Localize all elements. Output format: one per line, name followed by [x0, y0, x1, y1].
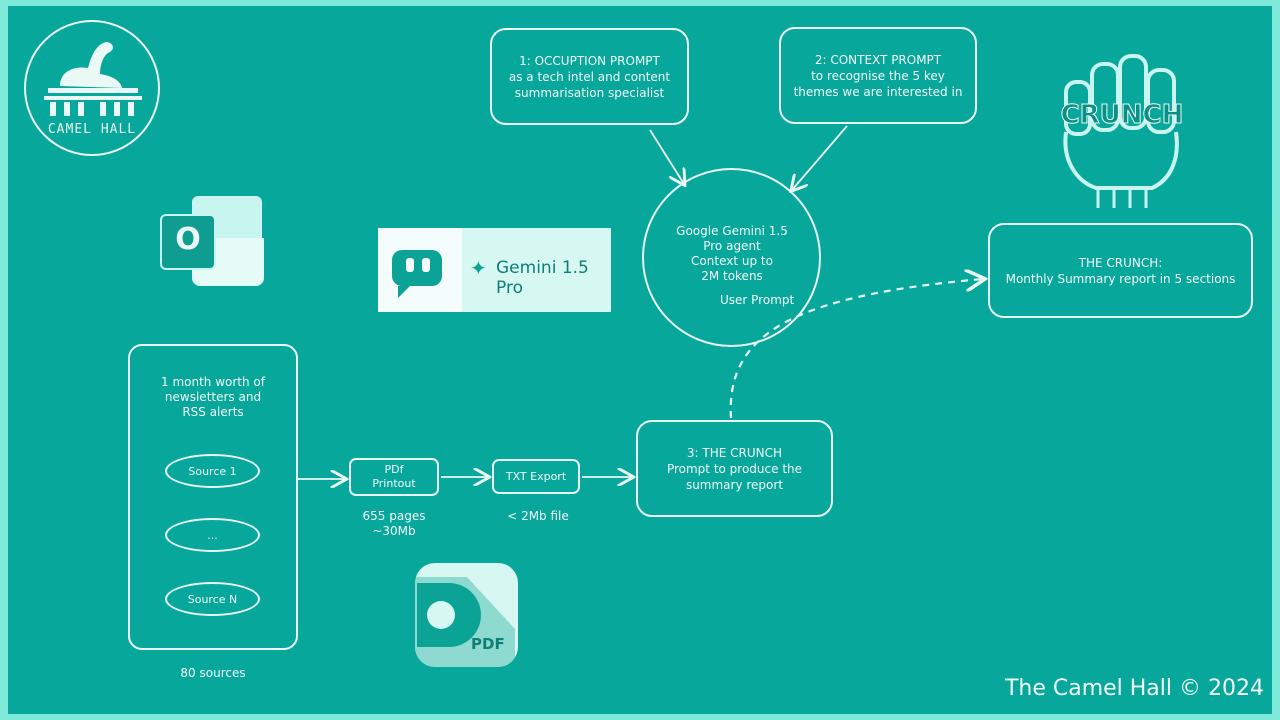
sources-count: 80 sources — [180, 666, 246, 680]
outlook-icon: O — [160, 194, 266, 290]
sparkle-icon: ✦ — [470, 256, 487, 280]
pdf-mark-icon — [415, 577, 515, 667]
pdf-app-label: PDF — [471, 635, 505, 653]
connector-layer — [298, 125, 1272, 714]
source-1-pill: Source 1 — [165, 454, 260, 488]
arrow-context-to-agent — [792, 125, 848, 190]
txt-export-note: < 2Mb file — [507, 509, 569, 523]
gemini-badge-label: Gemini 1.5 Pro — [496, 258, 589, 298]
diagram-canvas: CAMEL HALL CRUNCH 1: OCCUPTION PROMPT as… — [8, 6, 1272, 714]
gemini-agent-label: Google Gemini 1.5 Pro agent Context up t… — [676, 224, 788, 283]
source-n-pill: Source N — [165, 582, 260, 616]
pdf-printout-box: PDf Printout — [349, 458, 439, 496]
fist-icon — [1063, 54, 1179, 208]
arrow-occupation-to-agent — [649, 129, 684, 184]
crunch-prompt-box: 3: THE CRUNCH Prompt to produce the summ… — [636, 420, 833, 517]
outlook-letter: O — [175, 222, 201, 257]
dashed-user-prompt-link — [729, 279, 983, 419]
sources-panel — [128, 344, 298, 650]
gemini-badge: ✦ Gemini 1.5 Pro — [378, 228, 611, 312]
context-prompt-box: 2: CONTEXT PROMPT to recognise the 5 key… — [779, 27, 977, 124]
source-ellipsis-pill: ... — [165, 518, 260, 552]
camel-icon — [44, 42, 142, 116]
crunch-output-box: THE CRUNCH: Monthly Summary report in 5 … — [988, 223, 1253, 318]
user-prompt-label: User Prompt — [720, 293, 795, 307]
pdf-printout-note: 655 pages ~30Mb — [362, 509, 426, 538]
robot-icon — [392, 250, 442, 298]
sources-title: 1 month worth of newsletters and RSS ale… — [161, 375, 265, 419]
txt-export-box: TXT Export — [492, 459, 580, 494]
occupation-prompt-box: 1: OCCUPTION PROMPT as a tech intel and … — [490, 28, 689, 125]
crunch-logo: CRUNCH — [1048, 42, 1196, 210]
camel-hall-logo-text: CAMEL HALL — [47, 122, 137, 137]
footer-copyright: The Camel Hall © 2024 — [1004, 676, 1264, 701]
gemini-agent-circle — [642, 168, 821, 347]
crunch-logo-text: CRUNCH — [1060, 100, 1184, 131]
camel-hall-logo: CAMEL HALL — [24, 20, 160, 156]
pdf-app-icon: PDF — [415, 563, 518, 667]
